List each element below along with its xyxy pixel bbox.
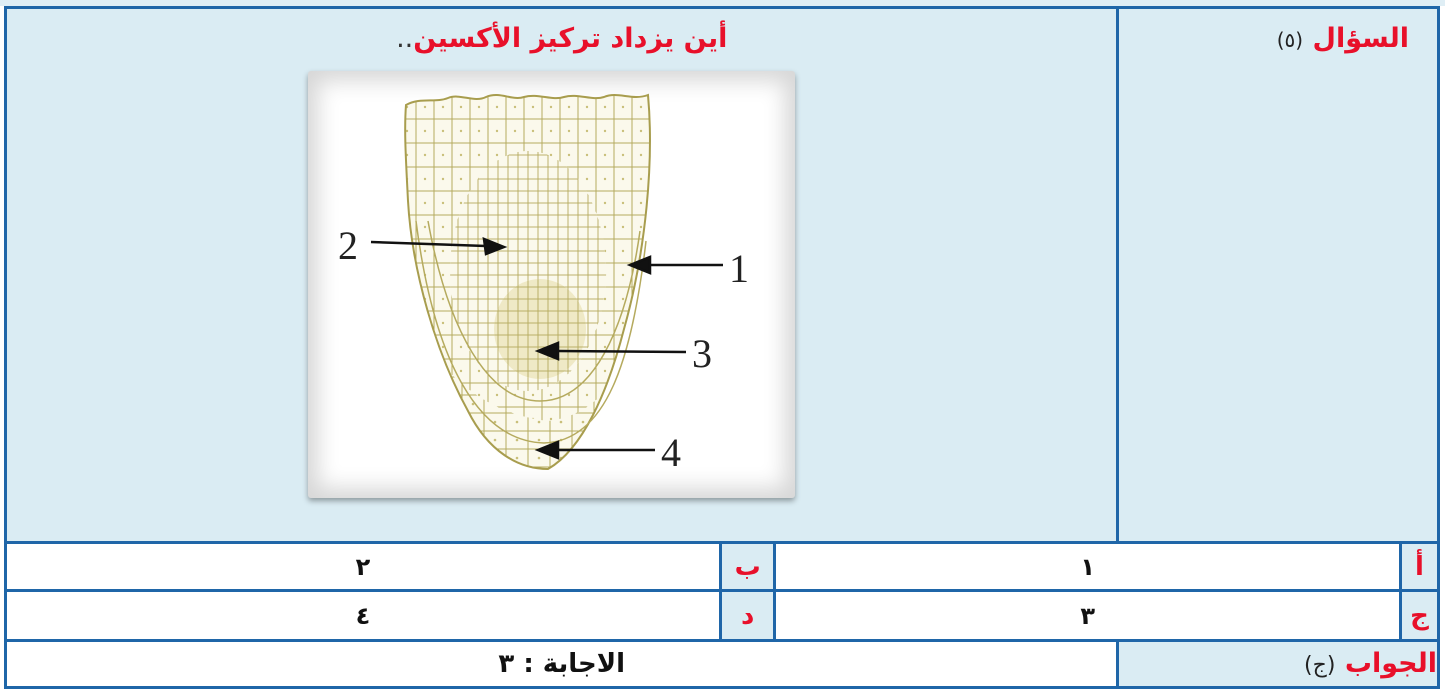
answer-label-cell: الجواب (ج) bbox=[1116, 638, 1440, 690]
question-stem: أين يزداد تركيز الأكسين.. bbox=[7, 23, 1116, 54]
figure-label-1: 1 bbox=[729, 246, 749, 291]
question-number: (٥) bbox=[1276, 28, 1304, 52]
figure-label-2: 2 bbox=[338, 223, 358, 268]
option-d-letter[interactable]: د bbox=[718, 589, 777, 642]
question-title-text: السؤال bbox=[1312, 23, 1409, 54]
option-c-letter[interactable]: ج bbox=[1398, 589, 1441, 642]
question-table: أين يزداد تركيز الأكسين.. bbox=[3, 6, 1441, 690]
question-stem-text: أين يزداد تركيز الأكسين bbox=[413, 23, 728, 54]
question-header-cell: السؤال (٥) bbox=[1116, 6, 1440, 544]
figure-label-4: 4 bbox=[661, 430, 681, 475]
question-stem-suffix: .. bbox=[396, 23, 414, 54]
answer-text: الاجابة : ٣ bbox=[3, 638, 1120, 690]
question-body-cell: أين يزداد تركيز الأكسين.. bbox=[3, 6, 1120, 544]
option-c-value[interactable]: ٣ bbox=[773, 589, 1402, 642]
option-b-value[interactable]: ٢ bbox=[4, 540, 722, 593]
option-a-value[interactable]: ١ bbox=[773, 540, 1402, 593]
option-d-value[interactable]: ٤ bbox=[4, 589, 722, 642]
question-title: السؤال (٥) bbox=[1119, 9, 1437, 54]
figure-label-3: 3 bbox=[692, 331, 712, 376]
answer-letter: (ج) bbox=[1304, 653, 1336, 679]
top-band bbox=[0, 0, 1445, 6]
option-b-letter[interactable]: ب bbox=[718, 540, 777, 593]
option-a-letter[interactable]: أ bbox=[1398, 540, 1441, 593]
answer-label: الجواب bbox=[1344, 648, 1437, 680]
root-tip-figure: 2 1 3 4 bbox=[308, 71, 795, 498]
root-tip-diagram: 2 1 3 4 bbox=[338, 93, 749, 475]
